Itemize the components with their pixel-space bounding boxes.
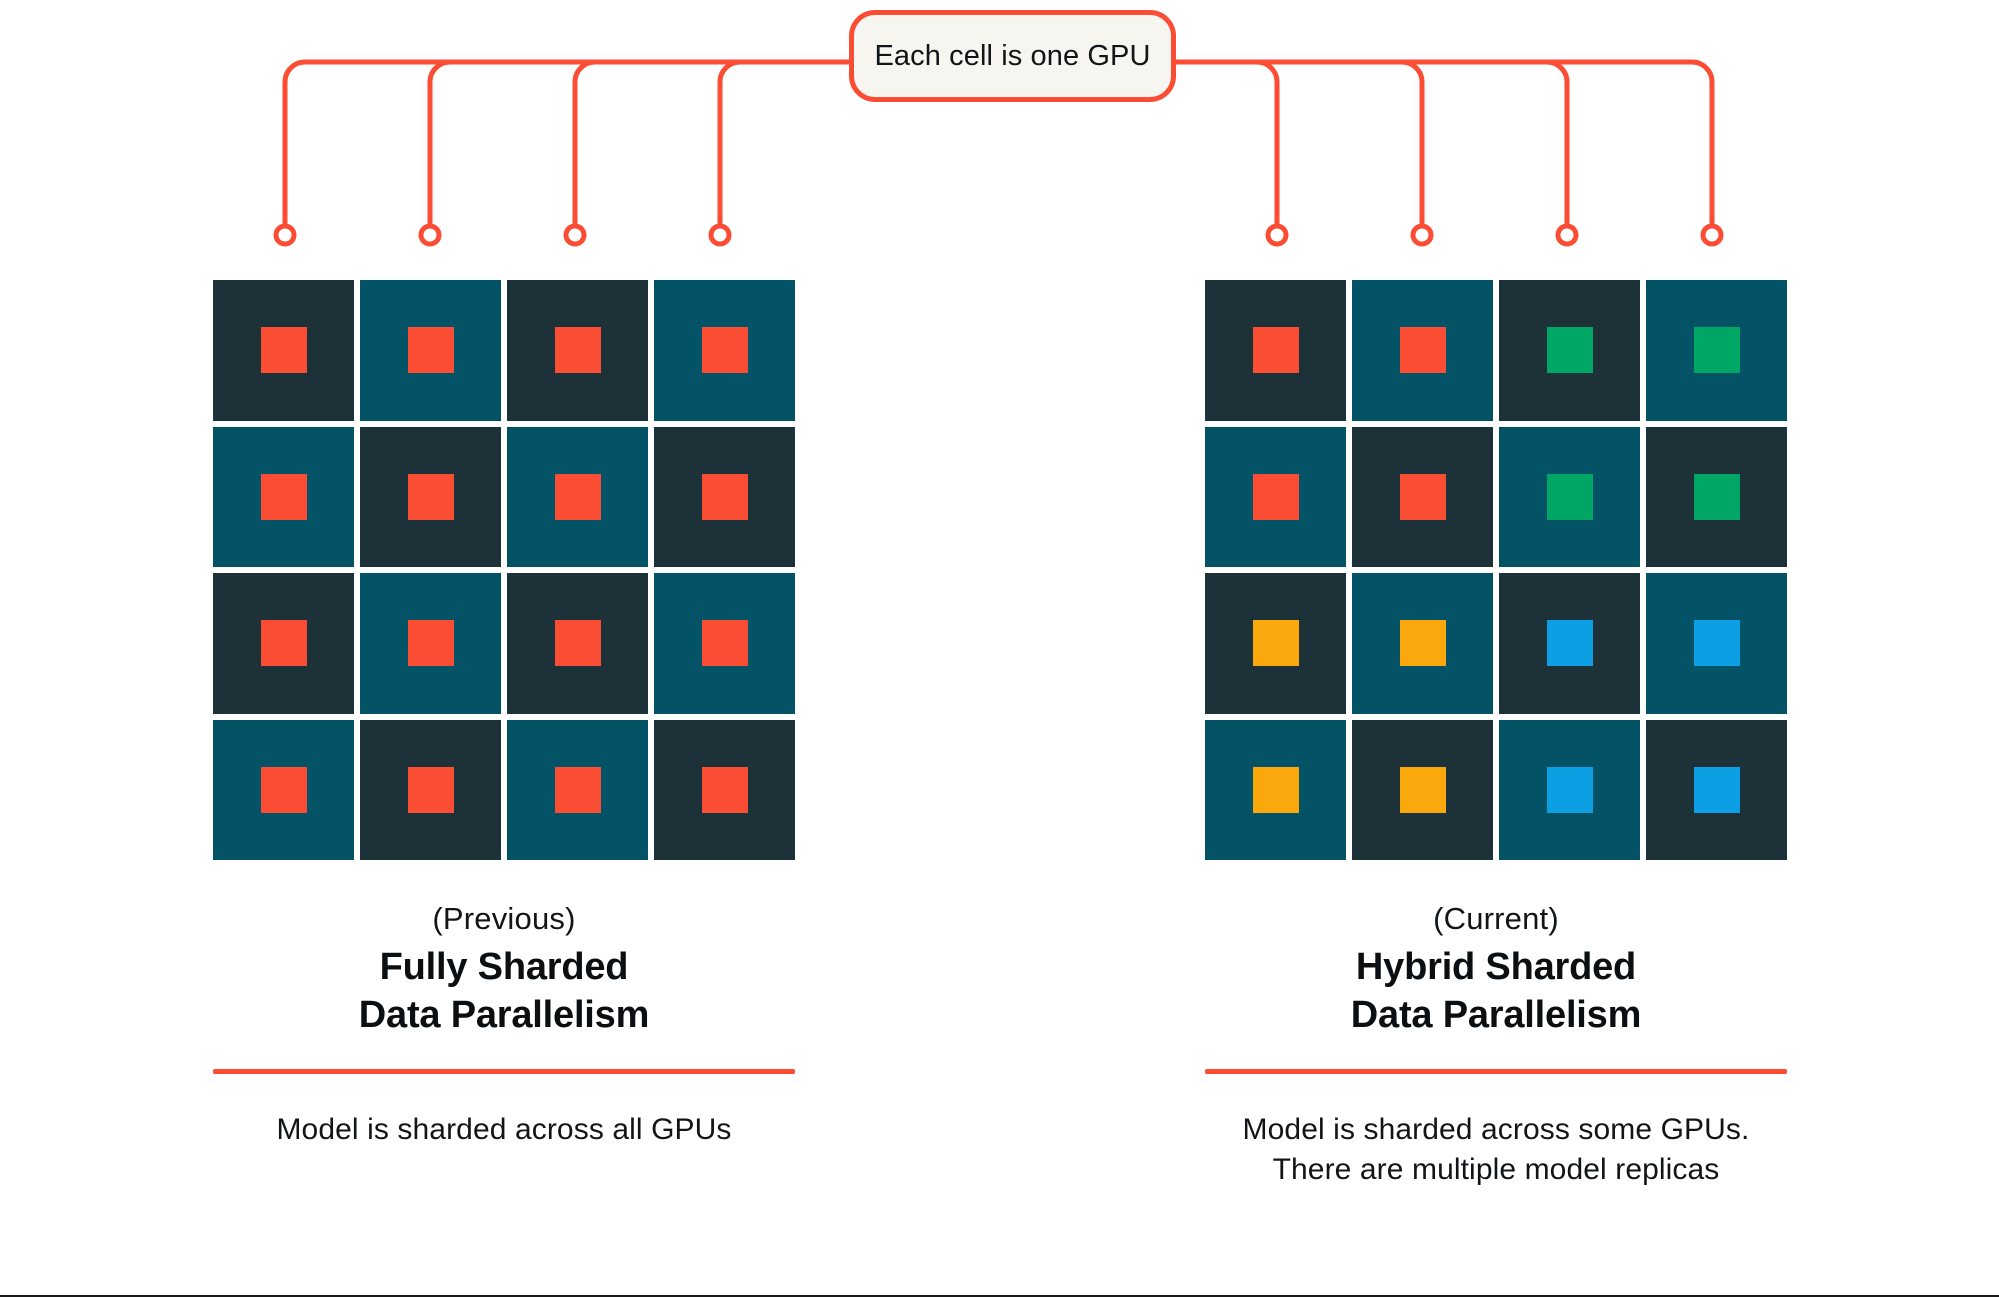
gpu-cell xyxy=(654,426,795,567)
gpu-shard-chip xyxy=(1693,473,1740,520)
connector-endpoint-2 xyxy=(418,223,442,247)
gpu-cell xyxy=(1352,426,1493,567)
gpu-shard-chip xyxy=(1546,327,1593,374)
gpu-shard-chip xyxy=(701,473,748,520)
gpu-cell xyxy=(507,280,648,421)
gpu-cell xyxy=(1352,280,1493,421)
gpu-shard-chip xyxy=(701,620,748,667)
gpu-grid-hybrid-sharded xyxy=(1205,280,1787,860)
gpu-cell xyxy=(1499,280,1640,421)
footer-divider xyxy=(0,1295,1999,1297)
panel-note-line-1: Model is sharded across some GPUs. xyxy=(1242,1113,1750,1146)
gpu-shard-chip xyxy=(554,766,601,813)
gpu-grid-fully-sharded xyxy=(213,280,795,860)
gpu-cell xyxy=(213,573,354,714)
connector-endpoint-5 xyxy=(1265,223,1289,247)
panel-title-line-1: Hybrid Sharded xyxy=(1355,945,1637,988)
connector-endpoint-4 xyxy=(708,223,732,247)
connector-endpoint-8 xyxy=(1700,223,1724,247)
panel-divider xyxy=(213,1069,795,1074)
gpu-cell xyxy=(507,719,648,860)
panel-title-line-2: Data Parallelism xyxy=(1350,994,1642,1037)
gpu-shard-chip xyxy=(407,766,454,813)
gpu-cell xyxy=(213,280,354,421)
gpu-cell xyxy=(360,573,501,714)
gpu-cell xyxy=(213,719,354,860)
gpu-shard-chip xyxy=(701,327,748,374)
gpu-cell xyxy=(1499,719,1640,860)
connector-line-7 xyxy=(1173,59,1570,228)
gpu-shard-chip xyxy=(1252,473,1299,520)
gpu-shard-chip xyxy=(554,473,601,520)
gpu-cell xyxy=(654,280,795,421)
panel-kicker: (Current) xyxy=(1433,901,1559,936)
gpu-shard-chip xyxy=(1399,766,1446,813)
gpu-cell xyxy=(654,719,795,860)
gpu-cell xyxy=(360,719,501,860)
panel-note-line-1: Model is sharded across all GPUs xyxy=(276,1113,732,1146)
connector-line-4 xyxy=(717,59,852,228)
gpu-cell xyxy=(1205,719,1346,860)
gpu-connector-lines xyxy=(273,59,1724,247)
panel-caption-hybrid-sharded: (Current) Hybrid Sharded Data Parallelis… xyxy=(1205,900,1787,1190)
gpu-cell xyxy=(213,426,354,567)
gpu-shard-chip xyxy=(407,473,454,520)
gpu-shard-chip xyxy=(260,473,307,520)
gpu-cell xyxy=(1352,573,1493,714)
gpu-cell xyxy=(360,426,501,567)
gpu-shard-chip xyxy=(701,766,748,813)
gpu-shard-chip xyxy=(1693,766,1740,813)
gpu-shard-chip xyxy=(1546,473,1593,520)
gpu-shard-chip xyxy=(1252,766,1299,813)
panel-title-line-2: Data Parallelism xyxy=(358,994,650,1037)
panel-kicker: (Previous) xyxy=(432,901,576,936)
gpu-shard-chip xyxy=(1399,473,1446,520)
gpu-cell xyxy=(1205,426,1346,567)
gpu-cell xyxy=(654,573,795,714)
panel-caption-fully-sharded: (Previous) Fully Sharded Data Parallelis… xyxy=(213,900,795,1150)
gpu-cell xyxy=(1646,573,1787,714)
connector-line-5 xyxy=(1173,59,1280,228)
gpu-cell xyxy=(507,426,648,567)
gpu-cell xyxy=(1499,573,1640,714)
gpu-cell xyxy=(1646,280,1787,421)
gpu-shard-chip xyxy=(1399,620,1446,667)
connector-line-6 xyxy=(1173,59,1425,228)
gpu-shard-chip xyxy=(407,327,454,374)
connector-line-1 xyxy=(282,59,852,228)
connector-endpoint-3 xyxy=(563,223,587,247)
gpu-shard-chip xyxy=(260,620,307,667)
gpu-shard-chip xyxy=(554,620,601,667)
gpu-shard-chip xyxy=(1252,327,1299,374)
panel-divider xyxy=(1205,1069,1787,1074)
gpu-shard-chip xyxy=(407,620,454,667)
gpu-shard-chip xyxy=(1252,620,1299,667)
gpu-shard-chip xyxy=(260,327,307,374)
gpu-shard-chip xyxy=(1399,327,1446,374)
callout-each-cell-is-one-gpu: Each cell is one GPU xyxy=(849,10,1176,102)
gpu-shard-chip xyxy=(260,766,307,813)
gpu-cell xyxy=(1205,280,1346,421)
gpu-cell xyxy=(1646,426,1787,567)
gpu-cell xyxy=(360,280,501,421)
gpu-shard-chip xyxy=(1546,766,1593,813)
gpu-cell xyxy=(1205,573,1346,714)
connector-line-3 xyxy=(572,59,852,228)
connector-endpoint-1 xyxy=(273,223,297,247)
panel-note-line-2: There are multiple model replicas xyxy=(1272,1152,1720,1186)
gpu-cell xyxy=(507,573,648,714)
connector-line-8 xyxy=(1173,59,1715,228)
gpu-shard-chip xyxy=(1693,620,1740,667)
gpu-shard-chip xyxy=(554,327,601,374)
connector-line-2 xyxy=(427,59,852,228)
connector-endpoint-6 xyxy=(1410,223,1434,247)
gpu-cell xyxy=(1646,719,1787,860)
panel-title-line-1: Fully Sharded xyxy=(379,945,629,988)
gpu-cell xyxy=(1499,426,1640,567)
connector-endpoint-7 xyxy=(1555,223,1579,247)
callout-label: Each cell is one GPU xyxy=(874,39,1151,72)
gpu-shard-chip xyxy=(1546,620,1593,667)
gpu-shard-chip xyxy=(1693,327,1740,374)
gpu-cell xyxy=(1352,719,1493,860)
